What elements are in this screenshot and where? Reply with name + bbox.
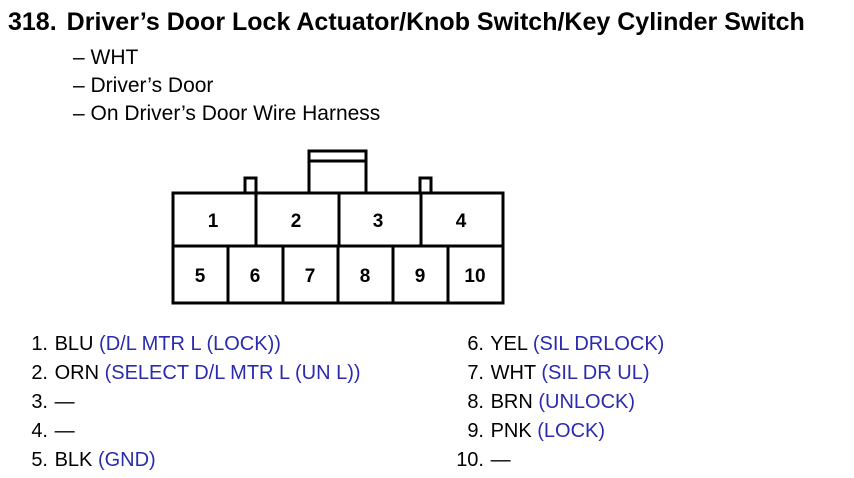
pin-index: 5. [31,449,48,471]
pin-row: 9. PNK (LOCK) [446,417,664,446]
cavity-label-8: 8 [360,266,371,287]
connector-latch [307,149,368,193]
pin-row: 1. BLU (D/L MTR L (LOCK)) [18,330,361,359]
cavity-label-4: 4 [456,211,467,232]
cavity-label-2: 2 [291,211,302,232]
cavity-label-6: 6 [250,266,261,287]
detail-color: – WHT [73,46,139,69]
pin-index: 2. [31,362,48,384]
pin-index: 3. [31,391,48,413]
pin-index: 8. [467,391,484,413]
pin-list-right: 6. YEL (SIL DRLOCK) 7. WHT (SIL DR UL) 8… [446,330,664,475]
wire-color: WHT [490,362,536,384]
connector-tab [243,176,258,193]
title-number: 318. [8,8,57,36]
pin-row: 3. — [18,388,361,417]
pin-index: 10. [456,449,484,471]
cavity-label-3: 3 [373,211,384,232]
pin-row: 10. — [446,446,664,475]
wire-color: BLU [54,333,94,355]
pin-index: 6. [467,333,484,355]
wire-color: — [490,449,511,471]
connector-details: – WHT – Driver’s Door – On Driver’s Door… [73,44,380,128]
connector-tab [418,176,433,193]
wire-color: ORN [54,362,100,384]
cavity-label-10: 10 [464,266,485,287]
wire-color: — [54,391,75,413]
pin-list-left: 1. BLU (D/L MTR L (LOCK)) 2. ORN (SELECT… [18,330,361,475]
cavity-label-9: 9 [415,266,426,287]
pin-index: 9. [467,420,484,442]
cavity-label-1: 1 [208,211,219,232]
circuit-desc: (SELECT D/L MTR L (UN L)) [104,362,361,384]
wire-color: PNK [490,420,532,442]
circuit-desc: (LOCK) [537,420,606,442]
pin-index: 1. [31,333,48,355]
circuit-desc: (SIL DRLOCK) [532,333,665,355]
pin-index: 7. [467,362,484,384]
wire-color: YEL [490,333,528,355]
pin-row: 2. ORN (SELECT D/L MTR L (UN L)) [18,359,361,388]
wire-color: BRN [490,391,533,413]
pin-row: 5. BLK (GND) [18,446,361,475]
detail-location: – Driver’s Door [73,74,214,97]
circuit-desc: (UNLOCK) [538,391,636,413]
pin-row: 4. — [18,417,361,446]
circuit-desc: (SIL DR UL) [541,362,650,384]
cavity-label-5: 5 [195,266,206,287]
cavity-label-7: 7 [305,266,316,287]
circuit-desc: (D/L MTR L (LOCK)) [99,333,281,355]
pin-row: 6. YEL (SIL DRLOCK) [446,330,664,359]
wire-color: BLK [54,449,93,471]
pin-row: 7. WHT (SIL DR UL) [446,359,664,388]
detail-harness: – On Driver’s Door Wire Harness [73,102,381,125]
title-text: Driver’s Door Lock Actuator/Knob Switch/… [66,8,805,36]
page-title: 318. Driver’s Door Lock Actuator/Knob Swi… [8,8,805,37]
circuit-desc: (GND) [97,449,156,471]
pin-row: 8. BRN (UNLOCK) [446,388,664,417]
pin-index: 4. [31,420,48,442]
wire-color: — [54,420,75,442]
